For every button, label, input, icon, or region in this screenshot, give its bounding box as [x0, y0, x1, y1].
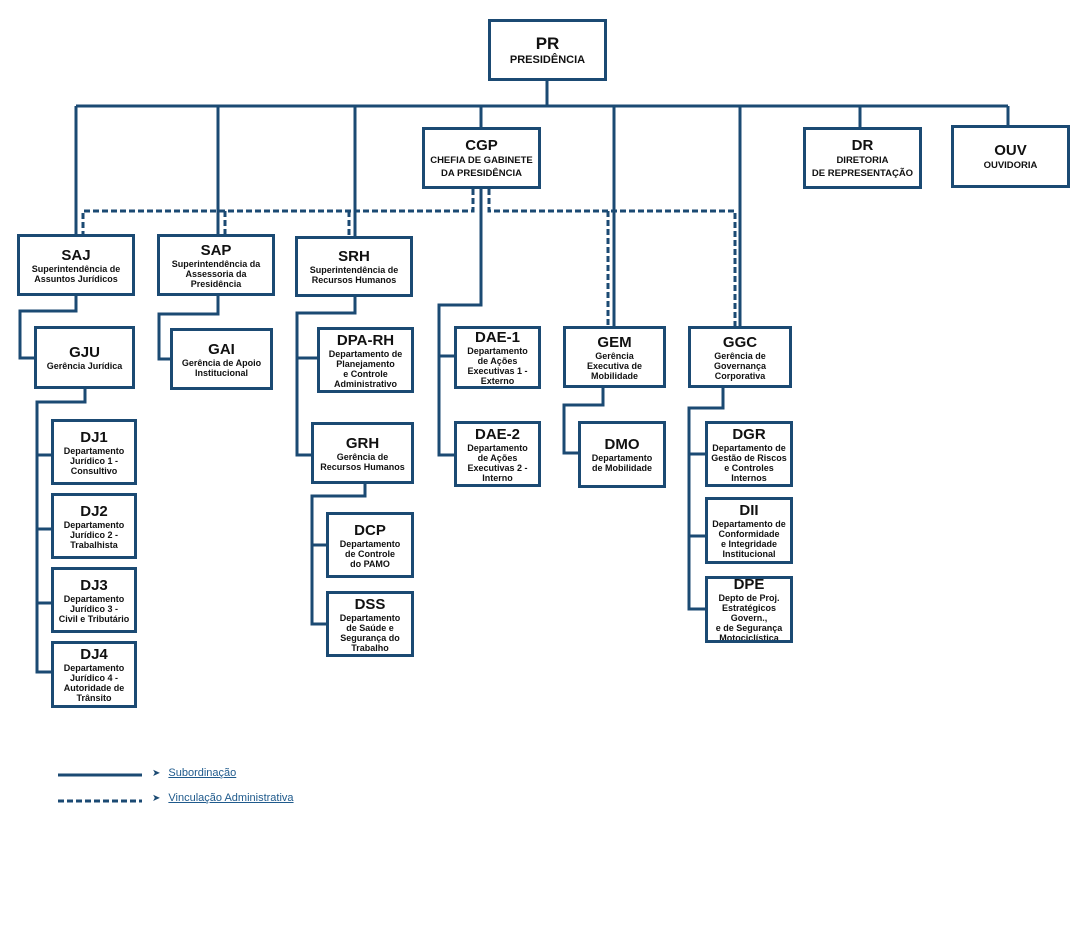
box-gai: GAI Gerência de Apoio Institucional: [170, 328, 273, 390]
box-dj4-code: DJ4: [80, 646, 108, 663]
box-sap-code: SAP: [200, 241, 232, 259]
box-dmo: DMO Departamento de Mobilidade: [578, 421, 666, 488]
line-gju-dj: [35, 389, 87, 674]
legend-administrative: ➤ Vinculação Administrativa: [58, 792, 294, 804]
box-cgp: CGP CHEFIA DE GABINETE DA PRESIDÊNCIA: [422, 127, 541, 189]
box-grh-code: GRH: [345, 434, 380, 452]
line-pr-bus: [76, 80, 1008, 108]
box-dpe-code: DPE: [733, 576, 765, 593]
box-cgp-name: CHEFIA DE GABINETE DA PRESIDÊNCIA: [430, 154, 533, 179]
box-grh-name: Gerência de Recursos Humanos: [320, 451, 405, 472]
box-dparh: DPA-RH Departamento de Planejamento e Co…: [317, 327, 414, 393]
box-dj3-name: Departamento Jurídico 3 - Civil e Tribut…: [58, 593, 130, 624]
box-dr-name: DIRETORIA DE REPRESENTAÇÃO: [811, 154, 914, 179]
box-dmo-code: DMO: [604, 436, 640, 453]
box-gem-code: GEM: [597, 333, 632, 351]
line-srh-grh: [295, 297, 357, 457]
box-sap-name: Superintendência da Assessoria da Presid…: [171, 258, 261, 289]
box-ggc: GGC Gerência de Governança Corporativa: [688, 326, 792, 388]
box-pr: PR PRESIDÊNCIA: [488, 19, 607, 81]
box-ggc-code: GGC: [722, 333, 758, 351]
box-dj2: DJ2 Departamento Jurídico 2 - Trabalhist…: [51, 493, 137, 559]
box-dpe: DPE Depto de Proj. Estratégicos Govern.,…: [705, 576, 793, 643]
box-dcp: DCP Departamento de Controle do PAMO: [326, 512, 414, 578]
box-dj4-name: Departamento Jurídico 4 - Autoridade de …: [63, 663, 125, 703]
box-dj3: DJ3 Departamento Jurídico 3 - Civil e Tr…: [51, 567, 137, 633]
box-dii-code: DII: [739, 502, 759, 519]
box-dj3-code: DJ3: [80, 576, 108, 594]
box-dgr-code: DGR: [732, 425, 766, 443]
box-ouv-name: OUVIDORIA: [983, 159, 1038, 171]
box-srh-name: Superintendência de Recursos Humanos: [309, 265, 399, 285]
line-saj-gju: [18, 296, 78, 360]
box-dj4: DJ4 Departamento Jurídico 4 - Autoridade…: [51, 641, 137, 708]
box-dj1-code: DJ1: [80, 428, 108, 446]
box-dmo-name: Departamento de Mobilidade: [591, 453, 653, 473]
box-dss: DSS Departamento de Saúde e Segurança do…: [326, 591, 414, 657]
box-ouv-code: OUV: [994, 141, 1027, 159]
box-dae2: DAE-2 Departamento de Ações Executivas 2…: [454, 421, 541, 487]
box-dss-name: Departamento de Saúde e Segurança do Tra…: [339, 612, 401, 653]
box-gju: GJU Gerência Jurídica: [34, 326, 135, 389]
legend-subordination-label[interactable]: Subordinação: [168, 767, 237, 779]
box-pr-code: PR: [535, 33, 560, 53]
arrow-bullet-icon: ➤: [152, 792, 161, 804]
box-dgr-name: Departamento de Gestão de Riscos e Contr…: [711, 442, 787, 483]
box-dae1-name: Departamento de Ações Executivas 1 - Ext…: [467, 346, 528, 386]
box-dj2-name: Departamento Jurídico 2 - Trabalhista: [63, 519, 125, 550]
box-srh-code: SRH: [338, 248, 370, 265]
box-dj1-name: Departamento Jurídico 1 - Consultivo: [63, 445, 125, 476]
box-saj-name: Superintendência de Assuntos Jurídicos: [31, 263, 121, 284]
box-ggc-name: Gerência de Governança Corporativa: [713, 350, 767, 381]
legend-administrative-label[interactable]: Vinculação Administrativa: [168, 792, 294, 804]
box-dae1: DAE-1 Departamento de Ações Executivas 1…: [454, 326, 541, 389]
box-dss-code: DSS: [354, 595, 386, 613]
legend-subordination: ➤ Subordinação: [58, 767, 236, 779]
box-dj1: DJ1 Departamento Jurídico 1 - Consultivo: [51, 419, 137, 485]
box-dj2-code: DJ2: [80, 502, 108, 520]
arrow-bullet-icon: ➤: [152, 767, 161, 779]
box-dae2-name: Departamento de Ações Executivas 2 - Int…: [467, 442, 528, 483]
box-dpe-name: Depto de Proj. Estratégicos Govern., e d…: [715, 593, 783, 643]
box-gem: GEM Gerência Executiva de Mobilidade: [563, 326, 666, 388]
box-dparh-name: Departamento de Planejamento e Controle …: [328, 348, 403, 389]
line-gem-dmo: [562, 388, 605, 455]
line-sap-gai: [157, 296, 220, 361]
box-dgr: DGR Departamento de Gestão de Riscos e C…: [705, 421, 793, 487]
box-gai-code: GAI: [208, 340, 235, 358]
box-gem-name: Gerência Executiva de Mobilidade: [586, 350, 643, 381]
box-grh: GRH Gerência de Recursos Humanos: [311, 422, 414, 484]
box-dae2-code: DAE-2: [474, 425, 520, 443]
box-ouv: OUV OUVIDORIA: [951, 125, 1070, 188]
box-gju-code: GJU: [69, 344, 100, 361]
box-srh: SRH Superintendência de Recursos Humanos: [295, 236, 413, 297]
box-dae1-code: DAE-1: [474, 329, 520, 346]
box-dii: DII Departamento de Conformidade e Integ…: [705, 497, 793, 564]
box-dii-name: Departamento de Conformidade e Integrida…: [712, 519, 786, 559]
box-dr-code: DR: [851, 136, 874, 154]
box-dparh-code: DPA-RH: [336, 331, 395, 349]
dashed-cgp-left: [81, 189, 475, 237]
box-sap: SAP Superintendência da Assessoria da Pr…: [157, 234, 275, 296]
line-ggc-dgr: [687, 388, 725, 611]
box-saj: SAJ Superintendência de Assuntos Jurídic…: [17, 234, 135, 296]
box-dr: DR DIRETORIA DE REPRESENTAÇÃO: [803, 127, 922, 189]
box-cgp-code: CGP: [465, 136, 498, 154]
box-gai-name: Gerência de Apoio Institucional: [181, 357, 262, 378]
line-cgp-dae: [437, 189, 483, 457]
box-gju-name: Gerência Jurídica: [46, 361, 123, 371]
box-pr-name: PRESIDÊNCIA: [509, 53, 586, 66]
line-grh-dcp: [310, 484, 367, 626]
box-saj-code: SAJ: [61, 246, 91, 264]
box-dcp-code: DCP: [354, 521, 386, 539]
box-dcp-name: Departamento de Controle do PAMO: [339, 538, 401, 569]
dashed-cgp-right: [487, 189, 737, 328]
